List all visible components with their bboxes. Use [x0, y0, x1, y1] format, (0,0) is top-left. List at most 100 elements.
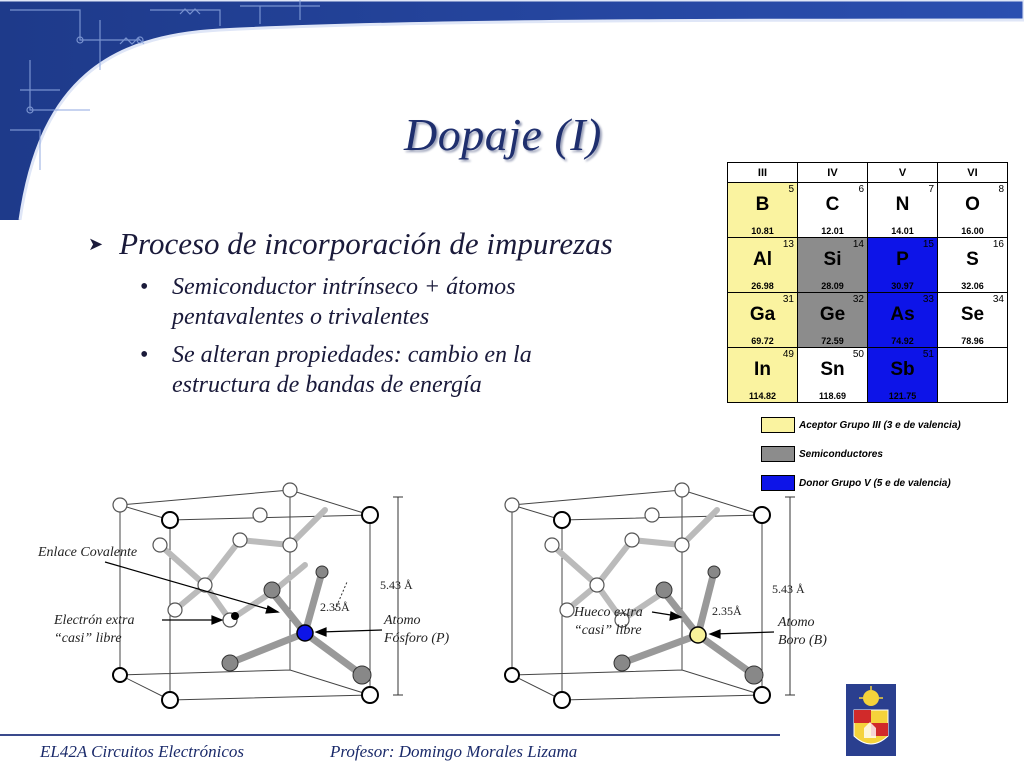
bond-length-label: 2.35Å — [320, 600, 350, 614]
main-bullet: ➤ Proceso de incorporación de impurezas — [88, 226, 613, 262]
legend-donor: Donor Grupo V (5 e de valencia) — [761, 475, 951, 491]
label-line: “casi” libre — [54, 631, 122, 646]
atomic-number: 31 — [782, 294, 794, 305]
legend-label: Donor Grupo V (5 e de valencia) — [799, 477, 951, 489]
atomic-mass: 121.75 — [888, 391, 917, 401]
lattice-constant-label: 5.43 Å — [380, 578, 413, 592]
atomic-number: 15 — [922, 239, 934, 250]
legend-swatch — [761, 446, 795, 462]
free-electron-icon — [231, 612, 239, 620]
boron-lattice-diagram — [504, 482, 795, 709]
element-cell — [937, 347, 1008, 403]
main-bullet-text: Proceso de incorporación de impurezas — [119, 226, 613, 261]
sub-bullet-2: • Se alteran propiedades: cambio en la e… — [140, 340, 612, 400]
group-header: III — [727, 162, 798, 183]
arrow-bullet-icon: ➤ — [88, 233, 104, 255]
element-symbol: In — [754, 359, 771, 380]
label-line: Hueco extra — [574, 605, 643, 620]
university-crest-icon — [846, 684, 896, 756]
atomic-number: 16 — [992, 239, 1004, 250]
element-symbol: P — [896, 249, 909, 270]
group-header: VI — [937, 162, 1008, 183]
atomic-mass: 30.97 — [891, 281, 914, 291]
label-line: Atomo — [778, 615, 815, 630]
label-line: “casi” libre — [574, 623, 642, 638]
element-symbol: Ga — [749, 304, 776, 325]
element-symbol: Si — [823, 249, 842, 270]
element-symbol: S — [966, 249, 979, 270]
bullet-dot-icon: • — [140, 274, 149, 300]
atomic-mass: 118.69 — [818, 391, 847, 401]
atomic-number: 8 — [998, 184, 1004, 195]
bullet-dot-icon: • — [140, 342, 149, 368]
legend-acceptor: Aceptor Grupo III (3 e de valencia) — [761, 417, 961, 433]
lattice-constant-label: 5.43 Å — [772, 582, 805, 596]
label-line: Atomo — [384, 613, 421, 628]
covalent-bond-label: Enlace Covalente — [38, 545, 138, 560]
atomic-number: 49 — [782, 349, 794, 360]
sub-bullet-text: Se alteran propiedades: cambio en la est… — [172, 342, 532, 398]
header-decoration — [0, 0, 1024, 220]
sub-bullet-text: Semiconductor intrínseco + átomos pentav… — [172, 274, 516, 330]
legend-semiconductor: Semiconductores — [761, 446, 883, 462]
slide-title: Dopaje (I) — [404, 109, 602, 160]
boron-atom-icon — [689, 626, 707, 644]
element-symbol: Sn — [820, 359, 845, 380]
element-symbol: Se — [960, 304, 985, 325]
element-symbol: O — [965, 194, 980, 215]
atomic-mass: 78.96 — [961, 336, 984, 346]
atomic-mass: 114.82 — [748, 391, 777, 401]
atomic-mass: 28.09 — [821, 281, 844, 291]
element-symbol: Ge — [819, 304, 846, 325]
atomic-number: 33 — [922, 294, 934, 305]
atomic-number: 7 — [928, 184, 934, 195]
footer-divider — [0, 734, 780, 736]
phosphorus-lattice-diagram — [104, 482, 403, 709]
atomic-number: 51 — [922, 349, 934, 360]
element-symbol: N — [895, 194, 910, 215]
legend-swatch — [761, 475, 795, 491]
extra-hole-label: Hueco extra “casi” libre — [574, 604, 643, 640]
atomic-mass: 26.98 — [751, 281, 774, 291]
atomic-mass: 12.01 — [821, 226, 844, 236]
atomic-mass: 10.81 — [751, 226, 774, 236]
label-line: Electrón extra — [54, 613, 135, 628]
footer-course: EL42A Circuitos Electrónicos — [40, 742, 244, 761]
group-header: V — [867, 162, 938, 183]
element-symbol: B — [755, 194, 770, 215]
atomic-mass: 74.92 — [891, 336, 914, 346]
sub-bullet-1: • Semiconductor intrínseco + átomos pent… — [140, 272, 612, 332]
extra-electron-label: Electrón extra “casi” libre — [54, 612, 134, 648]
atomic-number: 6 — [858, 184, 864, 195]
phosphorus-atom-label: Atomo Fósforo (P) — [384, 612, 449, 648]
legend-label: Semiconductores — [799, 448, 883, 460]
group-header: IV — [797, 162, 868, 183]
atomic-mass: 32.06 — [961, 281, 984, 291]
label-line: Fósforo (P) — [384, 631, 450, 646]
atomic-number: 34 — [992, 294, 1004, 305]
element-symbol: Al — [753, 249, 772, 270]
atomic-number: 14 — [852, 239, 864, 250]
bond-length-label: 2.35Å — [712, 604, 742, 618]
atomic-number: 50 — [852, 349, 864, 360]
atomic-mass: 16.00 — [961, 226, 984, 236]
